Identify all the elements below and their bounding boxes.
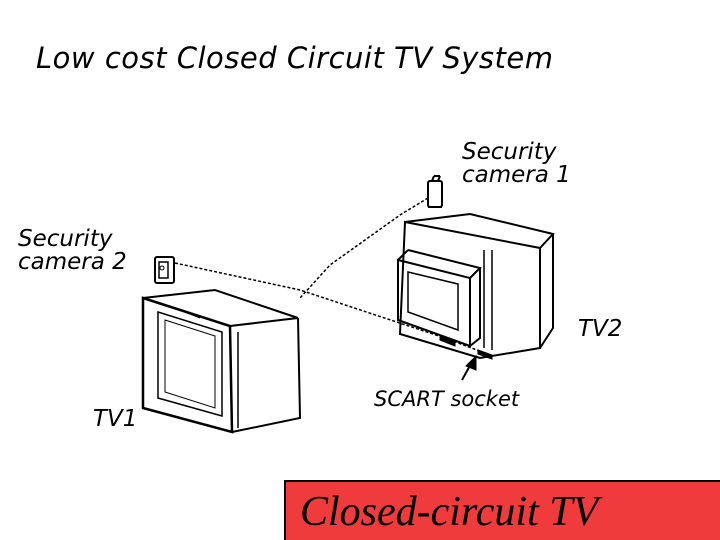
camera1-cable xyxy=(299,197,429,299)
camera2-label-line2: camera 2 xyxy=(18,249,127,275)
tv1-label: TV1 xyxy=(93,406,138,432)
security-camera-1-icon xyxy=(427,175,443,208)
cctv-diagram xyxy=(141,175,555,434)
camera1-label-line1: Security xyxy=(462,139,557,165)
page-title: Low cost Closed Circuit TV System xyxy=(36,41,554,75)
tv2-icon xyxy=(397,212,555,360)
banner-text: Closed-circuit TV xyxy=(300,489,599,535)
camera2-label-line1: Security xyxy=(18,226,113,252)
security-camera-2-icon xyxy=(154,256,175,284)
tv1-icon xyxy=(141,288,302,434)
scart-socket-label: SCART socket xyxy=(374,387,520,411)
tv2-label: TV2 xyxy=(578,316,623,342)
closed-circuit-tv-banner: Closed-circuit TV xyxy=(284,480,720,540)
security-camera-1-label: Security camera 1 xyxy=(462,141,571,187)
scart-pointer-arrow xyxy=(461,354,477,381)
security-camera-2-label: Security camera 2 xyxy=(18,228,127,274)
scart-socket-marker xyxy=(439,335,493,360)
camera1-label-line2: camera 1 xyxy=(462,162,571,188)
